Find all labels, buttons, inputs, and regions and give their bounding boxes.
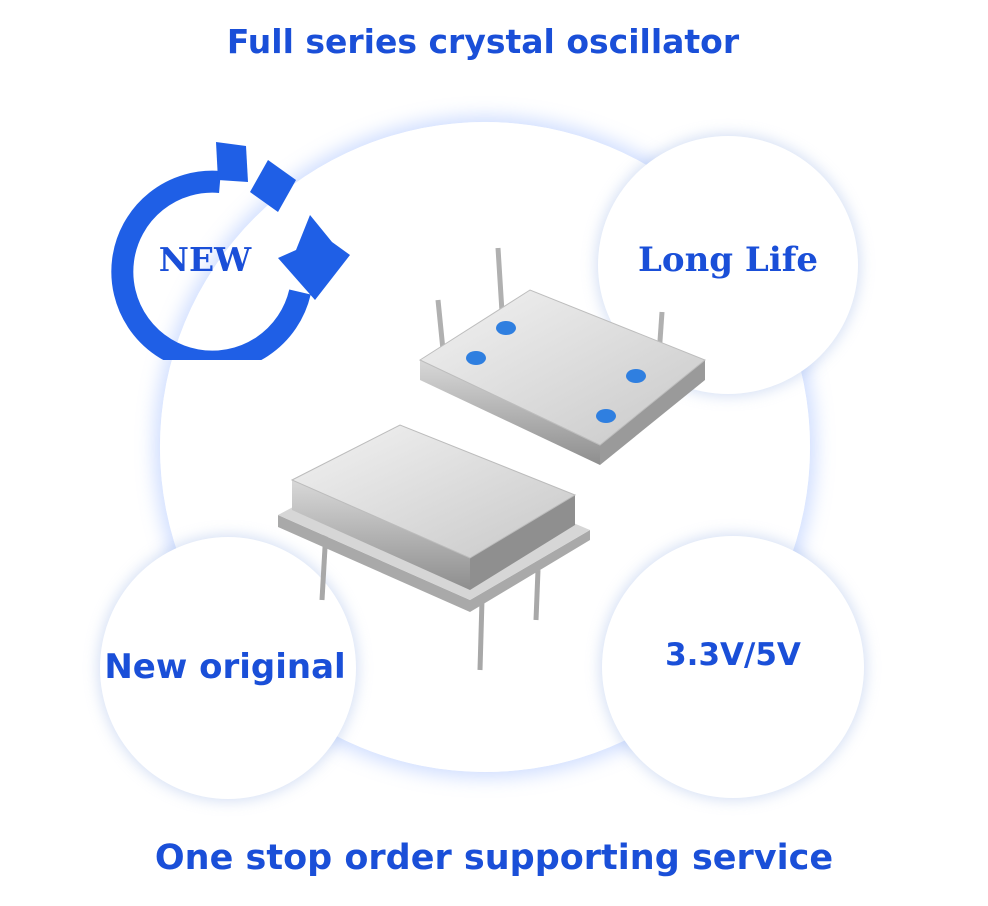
oscillator-front [278, 424, 590, 671]
voltage-bubble [602, 536, 864, 798]
page-title: Full series crystal oscillator [226, 22, 740, 61]
refresh-arrows-icon [111, 142, 350, 360]
feature-long-life: Long Life [638, 240, 818, 280]
footer-tagline: One stop order supporting service [154, 838, 834, 878]
feature-new: NEW [158, 240, 252, 279]
feature-voltage: 3.3V/5V [665, 637, 801, 673]
new-original-bubble [100, 537, 356, 799]
oscillator-back [418, 247, 706, 465]
crystal-oscillator-image [278, 247, 706, 671]
feature-new-original: New original [104, 647, 346, 687]
